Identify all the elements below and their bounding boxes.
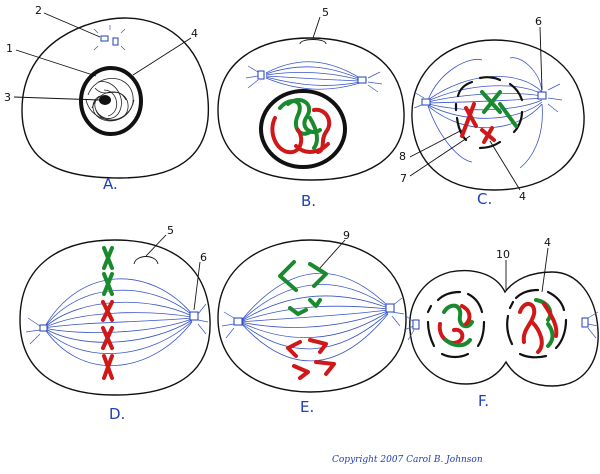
nuclear-envelope-f-right bbox=[506, 288, 568, 359]
spindle-d bbox=[25, 278, 209, 367]
nuclear-envelope-fragments-c bbox=[454, 76, 524, 150]
label-a-3: 3 bbox=[4, 91, 11, 104]
panel-b: 5 B. bbox=[217, 6, 405, 210]
chromosomes-f-left bbox=[437, 303, 474, 348]
label-c-4: 4 bbox=[519, 190, 526, 203]
label-a-1: 1 bbox=[6, 42, 13, 55]
label-a-2: 2 bbox=[35, 4, 42, 17]
label-b-5: 5 bbox=[322, 6, 329, 19]
label-c-8: 8 bbox=[399, 150, 406, 163]
centriole-b-left bbox=[257, 70, 265, 80]
centriole-c-left bbox=[421, 98, 431, 106]
panel-label-a: A. bbox=[103, 175, 118, 193]
panel-c: 6 8 7 4 C. bbox=[399, 15, 585, 208]
panel-label-e: E. bbox=[300, 398, 314, 416]
label-c-7: 7 bbox=[400, 172, 407, 185]
label-f-4: 4 bbox=[544, 236, 551, 249]
bracket-d-5 bbox=[133, 256, 159, 265]
cell-f-membrane bbox=[409, 269, 599, 387]
panel-e: 9 E. bbox=[217, 229, 407, 416]
centriole-f-left bbox=[412, 319, 420, 330]
label-d-5: 5 bbox=[167, 224, 174, 237]
centriole-d-left bbox=[39, 324, 48, 332]
chromatin-a bbox=[85, 78, 135, 122]
label-a-4: 4 bbox=[191, 27, 198, 40]
panel-label-f: F. bbox=[478, 392, 489, 410]
chromosomes-b bbox=[270, 98, 332, 155]
chromosomes-e bbox=[278, 260, 336, 380]
panel-a: 2 1 3 4 A. bbox=[4, 4, 210, 193]
panel-f: 10 4 F. bbox=[403, 236, 599, 410]
cell-d-membrane bbox=[19, 239, 211, 396]
panel-label-c: C. bbox=[477, 190, 492, 208]
label-f-10: 10 bbox=[496, 248, 510, 261]
cell-c-membrane bbox=[411, 39, 585, 191]
centriole-a-1 bbox=[100, 35, 109, 42]
spindle-e bbox=[221, 272, 405, 362]
bracket-b-5 bbox=[299, 39, 327, 45]
label-e-9: 9 bbox=[343, 229, 350, 242]
cell-b-membrane bbox=[217, 37, 405, 181]
chromosomes-c bbox=[460, 90, 518, 144]
spindle-f-right bbox=[587, 311, 599, 339]
centriole-a-2 bbox=[112, 37, 119, 46]
label-c-6: 6 bbox=[535, 15, 542, 28]
cell-a-membrane bbox=[21, 17, 210, 179]
centriole-d-right bbox=[189, 311, 199, 321]
spindle-b bbox=[245, 61, 383, 93]
chromosomes-d bbox=[101, 246, 114, 380]
nuclear-envelope-f-left bbox=[426, 290, 486, 359]
chromosomes-f-right bbox=[518, 298, 559, 354]
spindle-c bbox=[413, 57, 563, 169]
panel-label-d: D. bbox=[109, 405, 125, 423]
centriole-c-right bbox=[537, 91, 547, 100]
centriole-b-right bbox=[357, 76, 367, 84]
centrosome-a bbox=[93, 25, 126, 51]
copyright-text: Copyright 2007 Carol B. Johnson bbox=[332, 455, 483, 465]
nucleus-a bbox=[79, 66, 143, 136]
panel-label-b: B. bbox=[301, 192, 316, 210]
centriole-e-right bbox=[385, 303, 395, 313]
nucleolus-a bbox=[99, 95, 111, 105]
cell-e-membrane bbox=[217, 239, 407, 393]
panel-d: 5 6 D. bbox=[19, 224, 211, 423]
centriole-e-left bbox=[233, 317, 243, 326]
label-d-6: 6 bbox=[200, 251, 207, 264]
centriole-f-right bbox=[581, 317, 589, 328]
